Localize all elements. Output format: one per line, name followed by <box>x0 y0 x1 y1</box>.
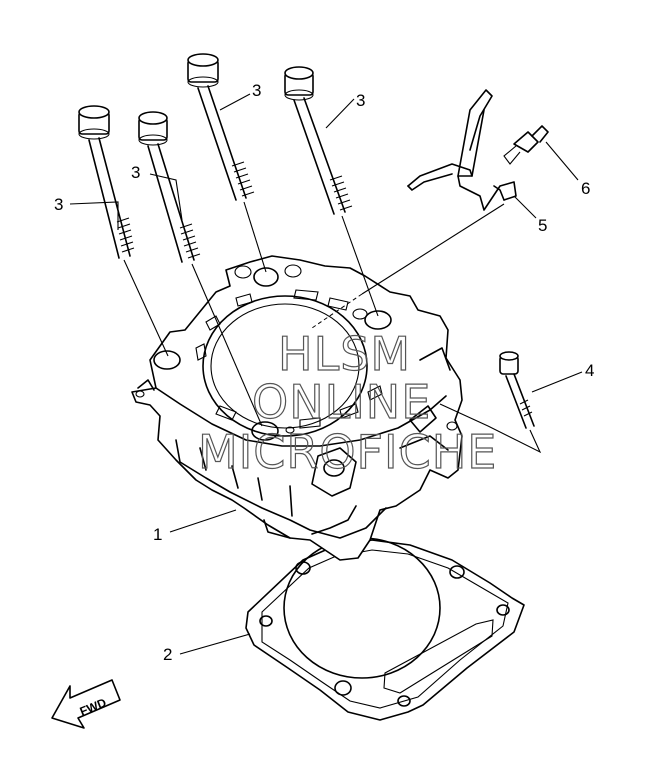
watermark-line-3: MICROFICHE <box>198 425 497 479</box>
callout-cylinder: 1 <box>153 525 162 544</box>
head-bolt-b <box>138 111 201 263</box>
bracket <box>407 89 517 211</box>
callout-small-bolt: 4 <box>585 361 594 380</box>
cylinder-gasket <box>245 537 525 721</box>
head-bolt-c <box>187 53 255 201</box>
callout-gasket: 2 <box>163 645 172 664</box>
head-bolt-d <box>284 66 353 215</box>
callout-bracket: 5 <box>538 216 547 235</box>
callout-bolt-left: 3 <box>54 195 63 214</box>
small-bolt <box>499 351 535 429</box>
callout-bolt-center: 3 <box>252 81 261 100</box>
callout-bolt-left-center: 3 <box>131 163 140 182</box>
watermark-line-2: ONLINE <box>252 375 431 429</box>
bracket-bolt <box>503 125 549 165</box>
fwd-arrow-icon: FWD <box>51 679 121 729</box>
cylinder-body <box>131 255 463 561</box>
head-bolt-a <box>78 105 135 259</box>
watermark-line-1: HLSM <box>278 327 411 381</box>
callout-bolt-right: 3 <box>356 91 365 110</box>
callout-bracket-bolt: 6 <box>581 179 590 198</box>
